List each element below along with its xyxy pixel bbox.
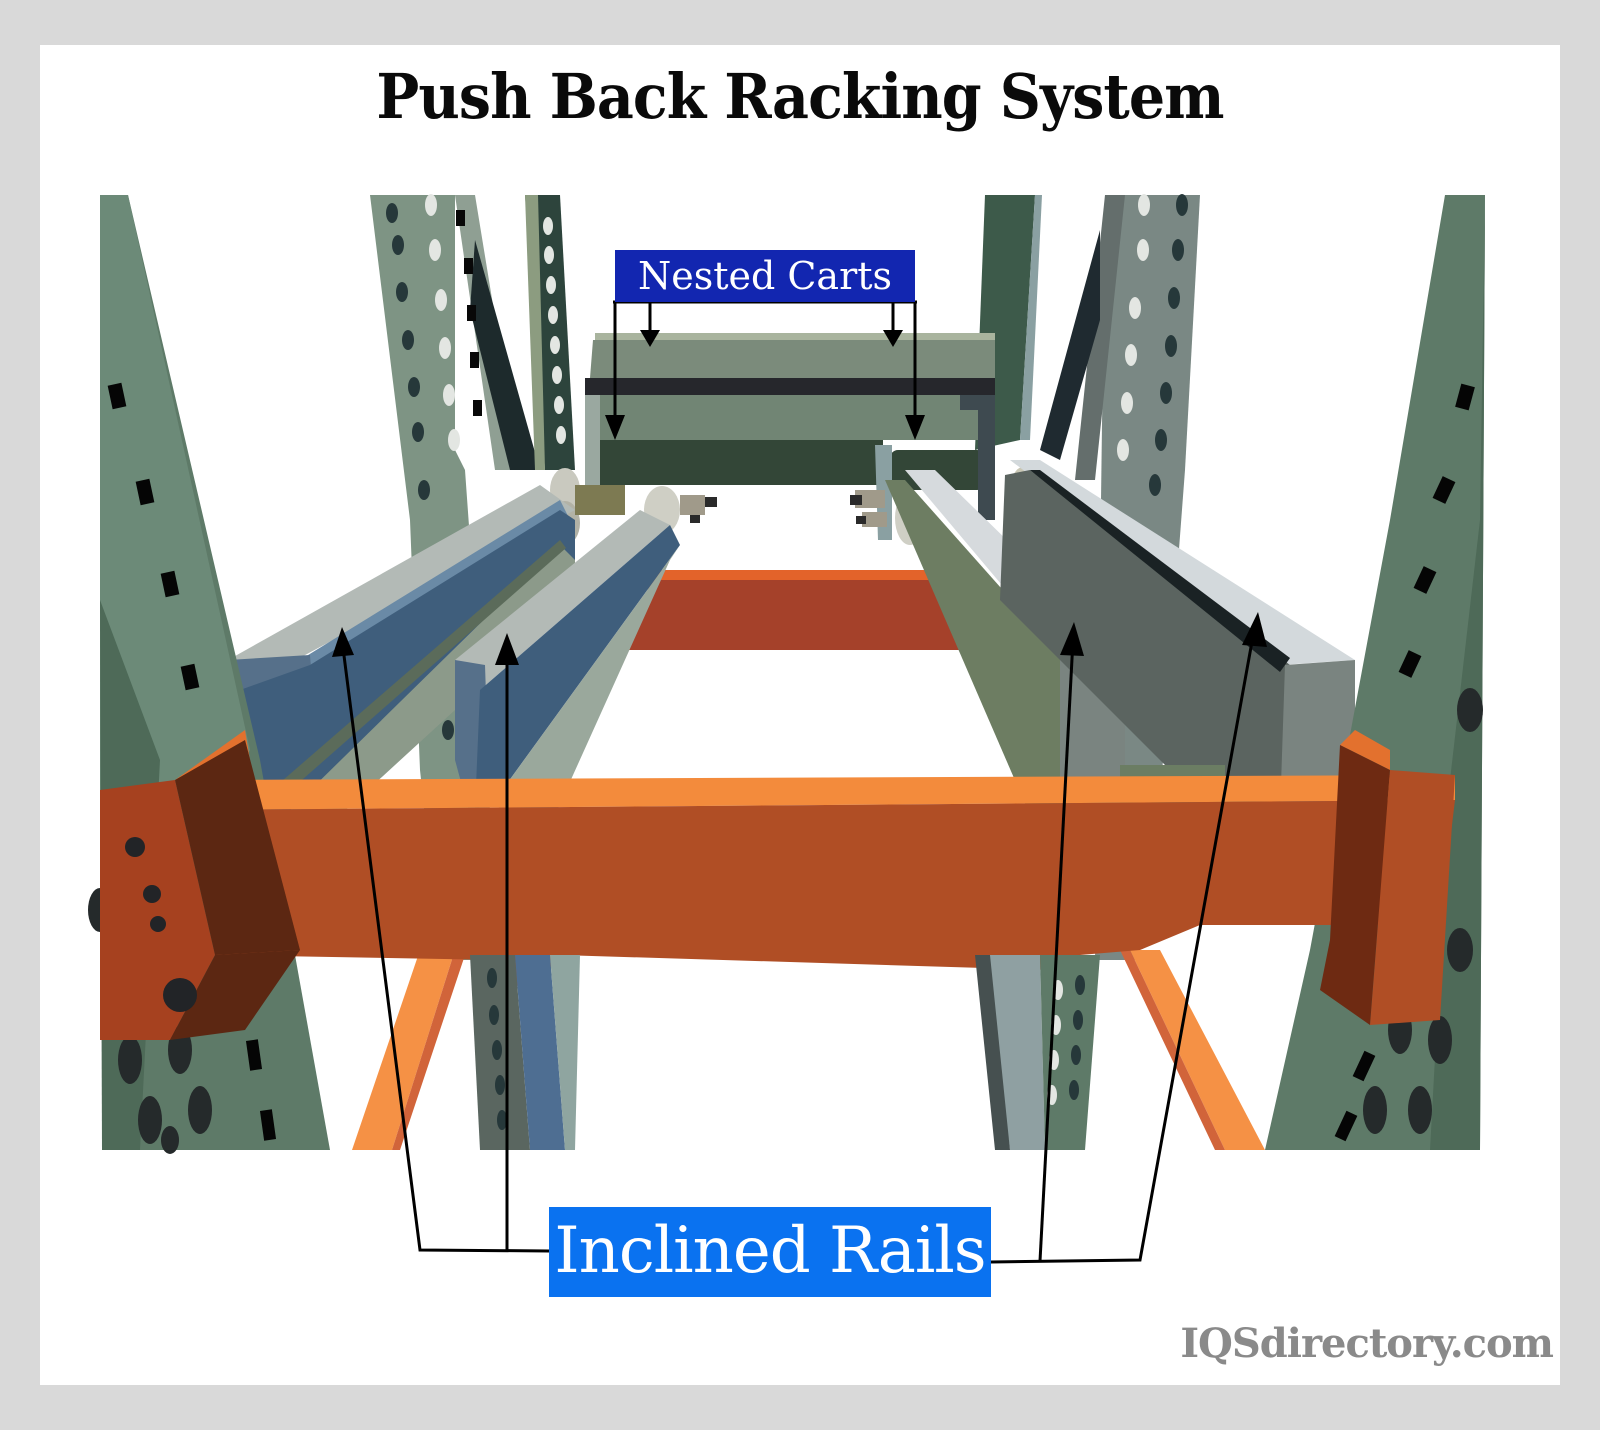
diagram-title: Push Back Racking System <box>376 60 1224 133</box>
inclined-rails-label: Inclined Rails <box>549 1207 991 1297</box>
nested-carts-arrowheads <box>605 330 925 440</box>
cross-braces <box>352 950 1265 1150</box>
rear-beam <box>625 570 960 650</box>
slots-rear-left <box>456 210 482 416</box>
nested-carts-label: Nested Carts <box>615 250 915 302</box>
lower-rail-legs <box>470 955 1100 1150</box>
nested-carts-pointers <box>613 300 917 425</box>
connector-bolts-left <box>125 837 197 1012</box>
watermark: IQSdirectory.com <box>1180 1320 1554 1367</box>
inclined-rails-pointers <box>340 624 1257 1264</box>
inclined-rails-arrowheads <box>332 612 1267 665</box>
inclined-rail-left-outer <box>228 485 575 820</box>
perforations-rear-left-light <box>425 194 460 451</box>
nested-carts-assembly <box>550 333 1037 545</box>
perforations-mid-left <box>543 217 566 444</box>
